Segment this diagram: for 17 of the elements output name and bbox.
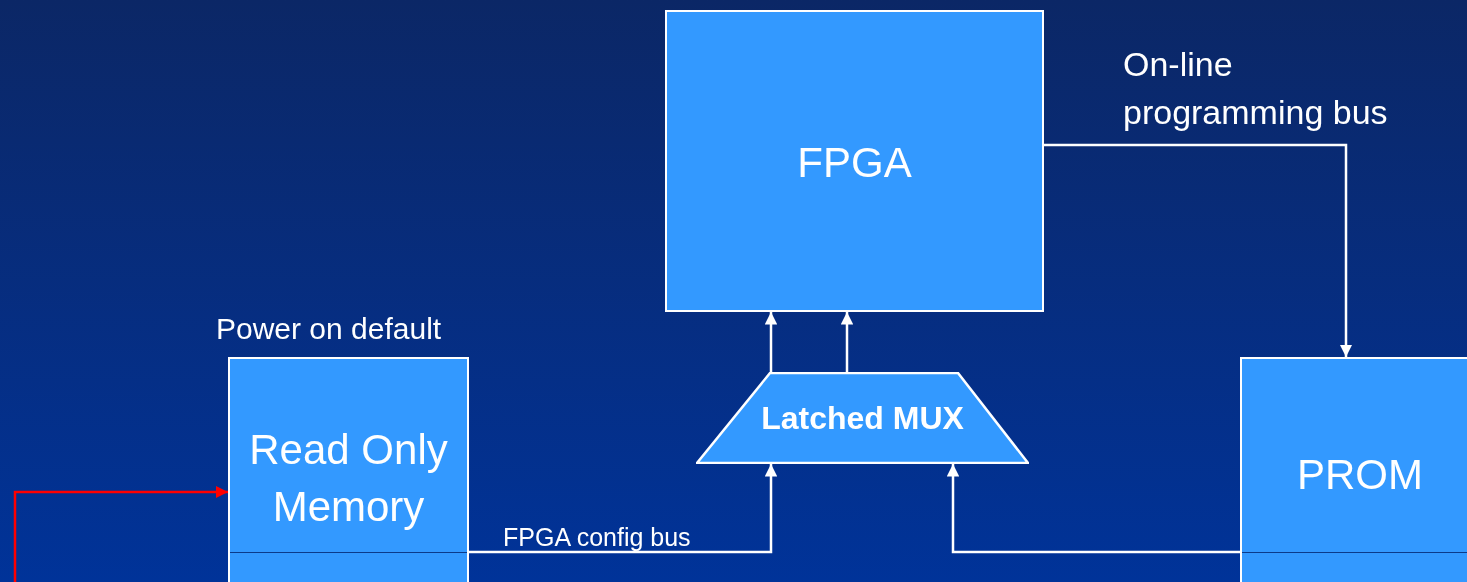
block-box xyxy=(1240,357,1467,582)
arrow xyxy=(946,464,1240,554)
arrow xyxy=(764,312,778,372)
edge-label: FPGA config bus xyxy=(503,522,691,552)
block-label: PROM xyxy=(1297,450,1423,500)
arrow xyxy=(840,312,854,372)
mux-label: Latched MUX xyxy=(761,399,964,437)
block-label: Read Only Memory xyxy=(248,425,449,532)
arrow xyxy=(1044,143,1353,357)
block-label: FPGA xyxy=(797,138,912,188)
caption-text: Power on default xyxy=(216,311,442,347)
arrow xyxy=(13,485,228,582)
block-box xyxy=(665,10,1044,312)
arrow xyxy=(469,464,778,554)
edge-label: On-line programming bus xyxy=(1123,44,1389,133)
mux-trapezoid xyxy=(696,372,1029,464)
block-box xyxy=(228,357,469,582)
